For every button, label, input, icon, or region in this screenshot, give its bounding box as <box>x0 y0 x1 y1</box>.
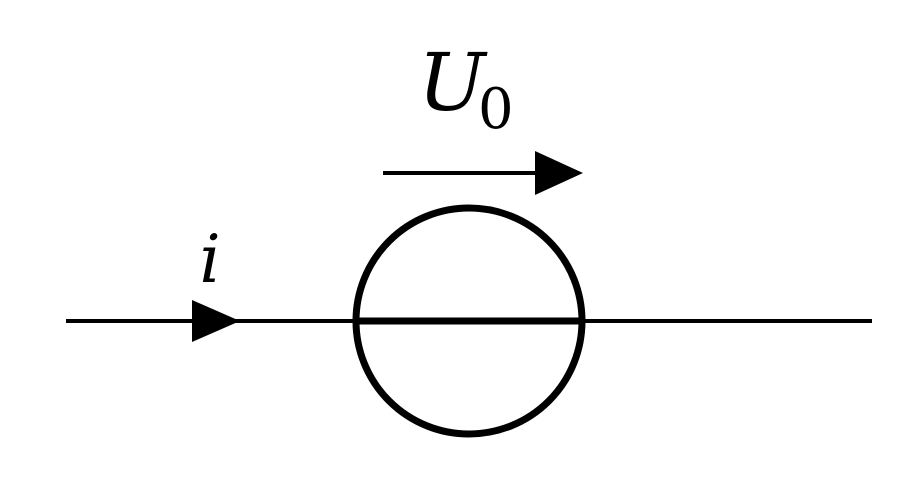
current-arrow-icon <box>192 300 240 342</box>
voltage-label: U 0 <box>418 36 514 142</box>
voltage-label-subscript: 0 <box>478 77 514 142</box>
voltage-label-symbol: U <box>418 36 488 129</box>
voltage-arrow-head <box>535 151 583 195</box>
current-label: i <box>199 221 220 298</box>
voltage-arrow-icon <box>383 151 583 195</box>
voltage-source-icon <box>352 204 586 438</box>
